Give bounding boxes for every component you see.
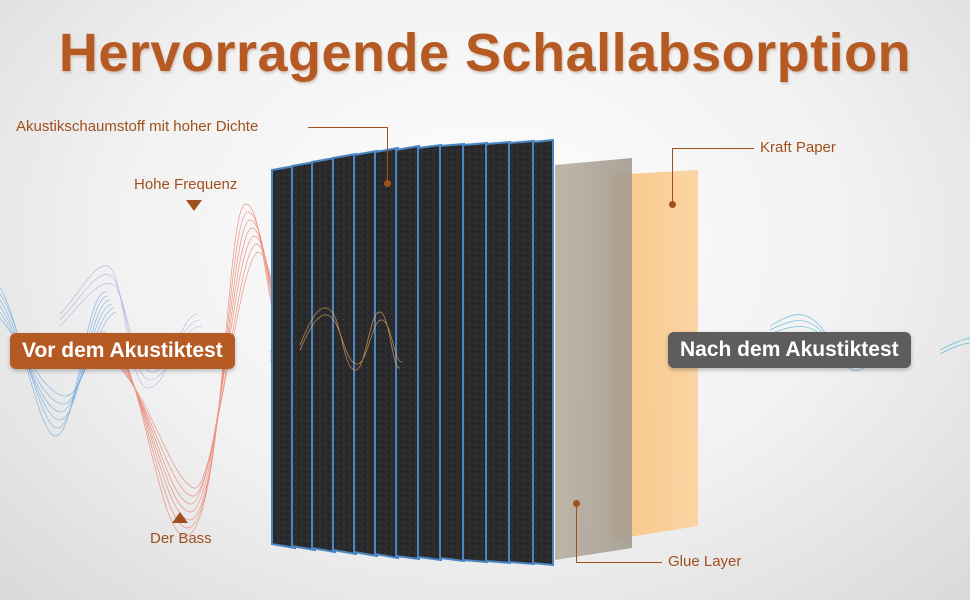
kraft-callout-line-vertical [672,148,673,204]
kraft-paper-label: Kraft Paper [760,139,836,156]
bass-label: Der Bass [150,530,212,547]
foam-label: Akustikschaumstoff mit hoher Dichte [16,118,259,135]
before-test-badge: Vor dem Akustiktest [10,333,235,369]
foam-panel [271,138,554,567]
foam-callout-dot [384,180,391,187]
page-title: Hervorragende Schallabsorption [58,23,912,83]
after-test-badge: Nach dem Akustiktest [668,332,911,368]
arrow-up-icon [172,512,188,523]
glue-layer-label: Glue Layer [668,553,742,570]
high-frequency-wave-over-foam [299,307,403,371]
kraft-callout-dot [669,201,676,208]
arrow-down-icon [186,200,202,211]
glue-layer [555,158,632,560]
foam-callout-line [308,127,388,128]
mid-wave [59,265,203,389]
high-frequency-label: Hohe Frequenz [134,176,238,193]
glue-callout-line-vertical [576,504,577,562]
foam-callout-line-vertical [387,127,388,183]
kraft-callout-line [672,148,754,149]
glue-callout-line [576,562,662,563]
glue-callout-dot [573,500,580,507]
bass-wave [99,203,299,537]
